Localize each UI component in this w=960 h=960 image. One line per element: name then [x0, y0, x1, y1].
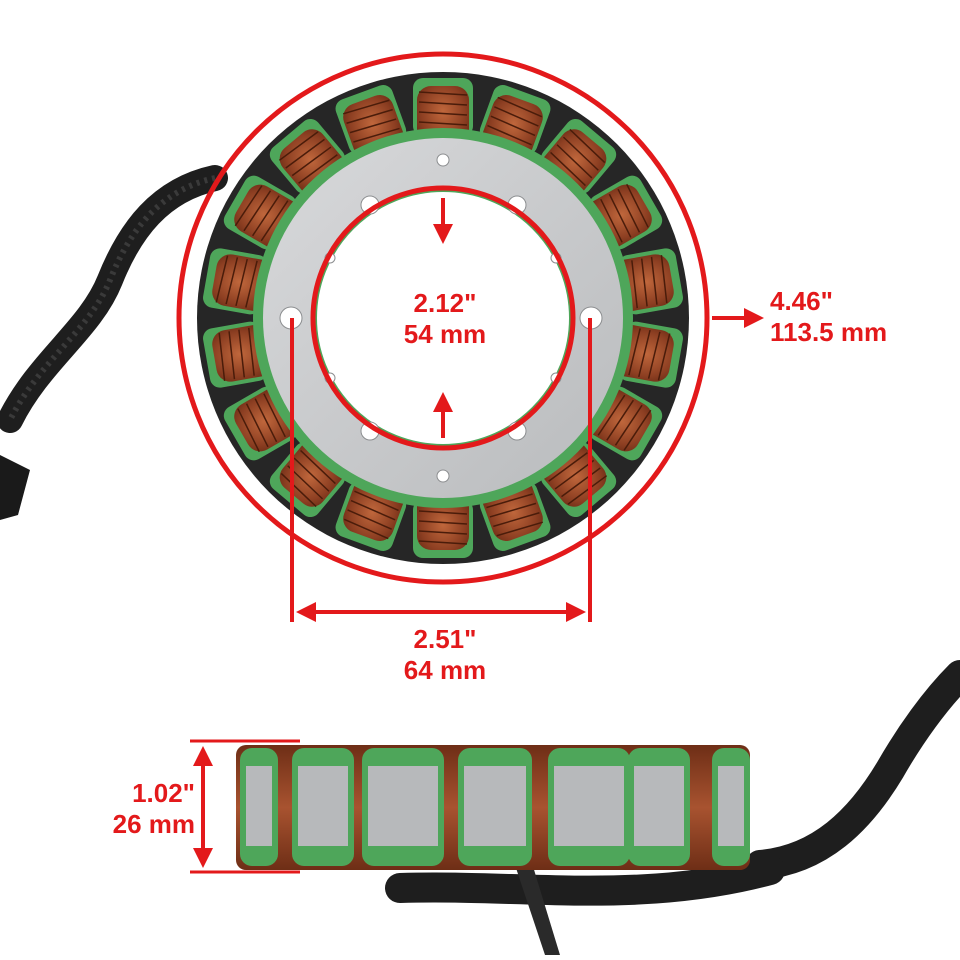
outer-diameter-imperial: 4.46" [770, 286, 833, 316]
zip-tie [510, 850, 560, 955]
wire-harness-side [385, 660, 960, 955]
stator-side-view [236, 745, 750, 870]
coil-winding [223, 383, 306, 461]
outer-diameter-label: 4.46" 113.5 mm [770, 286, 910, 348]
outer-diameter-metric: 113.5 mm [770, 317, 888, 347]
height-label: 1.02" 26 mm [90, 778, 195, 840]
bolt-spacing-imperial: 2.51" [413, 624, 477, 654]
coil-winding [413, 78, 473, 150]
inner-diameter-label: 2.12" 54 mm [370, 288, 520, 350]
height-dimension [190, 739, 300, 874]
bolt-spacing-dimension [290, 318, 592, 622]
height-metric: 26 mm [112, 809, 195, 839]
coil-face [458, 748, 532, 866]
outer-diameter-circle [176, 51, 710, 585]
bolt-hole [436, 469, 450, 483]
inner-diameter-imperial: 2.12" [413, 288, 477, 318]
coil-face [628, 748, 690, 866]
coil-faces [240, 748, 750, 866]
bolt-spacing-label: 2.51" 64 mm [370, 624, 520, 686]
inner-diameter-metric: 54 mm [403, 319, 487, 349]
bolt-spacing-metric: 64 mm [403, 655, 487, 685]
coil-face [712, 748, 750, 866]
wire-harness-top [0, 165, 228, 520]
coil-face [548, 748, 630, 866]
inner-diameter-circle [310, 185, 576, 451]
connector-plug [0, 455, 30, 520]
bolt-hole [436, 153, 450, 167]
coil-face [292, 748, 354, 866]
height-imperial: 1.02" [132, 778, 195, 808]
stator-top-view [197, 72, 689, 564]
coil-face [362, 748, 444, 866]
coil-face [240, 748, 278, 866]
